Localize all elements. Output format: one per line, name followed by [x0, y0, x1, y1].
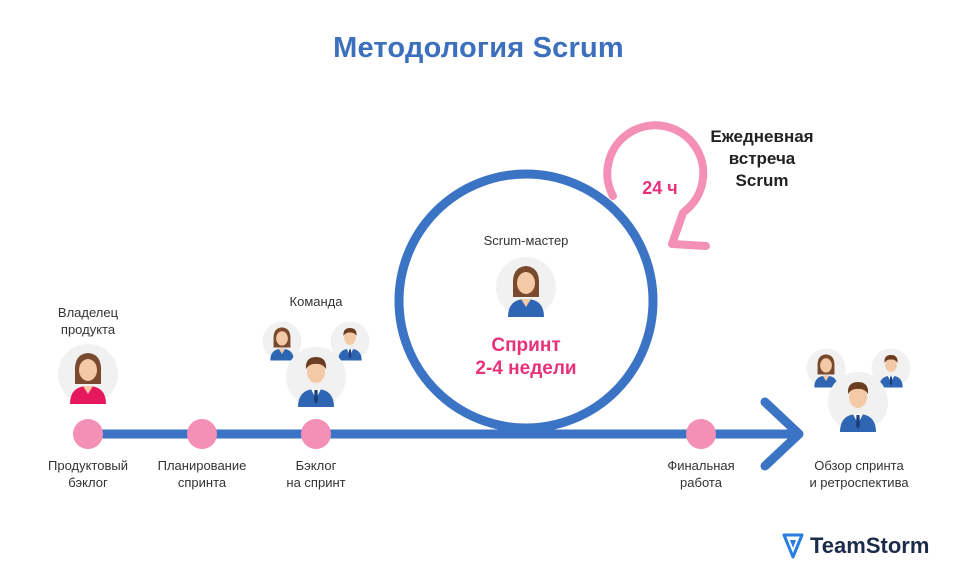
teamstorm-logo-icon — [782, 533, 804, 559]
step-label-final-work: Финальная работа — [645, 457, 757, 491]
step-label-review-retro: Обзор спринта и ретроспектива — [796, 457, 922, 491]
step-dot-final-work — [686, 419, 716, 449]
step-label-sprint-backlog: Бэклог на спринт — [262, 457, 370, 491]
step-label-line2: бэклог — [68, 475, 108, 490]
step-label-line1: Продуктовый — [48, 458, 128, 473]
timeline-arrowhead — [760, 397, 804, 471]
daily-cycle-arrow — [603, 121, 708, 215]
team-avatar-man-main — [286, 347, 346, 407]
step-label-line2: работа — [680, 475, 722, 490]
product-owner-label: Владелец продукта — [38, 304, 138, 338]
team-avatar-man-small — [330, 321, 370, 361]
step-label-line1: Планирование — [157, 458, 247, 473]
review-avatar-man-main — [828, 372, 888, 432]
step-dot-sprint-planning — [187, 419, 217, 449]
step-dot-sprint-backlog — [301, 419, 331, 449]
daily-scrum-label: Ежедневная встреча Scrum — [690, 126, 834, 192]
daily-scrum-line1: Ежедневная — [710, 127, 814, 146]
step-label-line2: и ретроспектива — [809, 475, 909, 490]
step-label-sprint-planning: Планирование спринта — [142, 457, 262, 491]
brand-name: TeamStorm — [810, 533, 930, 558]
step-label-line2: на спринт — [286, 475, 346, 490]
scrum-master-label: Scrum-мастер — [483, 233, 569, 248]
step-label-line1: Бэклог — [295, 458, 337, 473]
sprint-loop — [394, 169, 658, 433]
sprint-label: Спринт 2-4 недели — [440, 334, 612, 380]
daily-scrum-line2: встреча — [728, 149, 796, 168]
step-label-product-backlog: Продуктовый бэклог — [30, 457, 146, 491]
page-title: Методология Scrum — [333, 32, 624, 64]
step-label-line1: Финальная — [667, 458, 735, 473]
team-avatar-woman — [262, 321, 302, 361]
step-dot-product-backlog — [73, 419, 103, 449]
product-owner-line1: Владелец — [57, 305, 119, 320]
scrum-master-avatar — [496, 257, 556, 317]
daily-cycle-duration: 24 ч — [642, 178, 678, 198]
product-owner-avatar — [58, 344, 118, 404]
sprint-duration: 2-4 недели — [475, 358, 577, 379]
brand-logo: TeamStorm — [782, 533, 929, 559]
daily-cycle-arrowhead — [668, 209, 710, 250]
team-label: Команда — [289, 294, 343, 309]
daily-scrum-line3: Scrum — [735, 171, 789, 190]
product-owner-line2: продукта — [60, 322, 116, 337]
step-label-line2: спринта — [177, 475, 227, 490]
step-label-line1: Обзор спринта — [814, 458, 904, 473]
sprint-title: Спринт — [491, 335, 561, 356]
